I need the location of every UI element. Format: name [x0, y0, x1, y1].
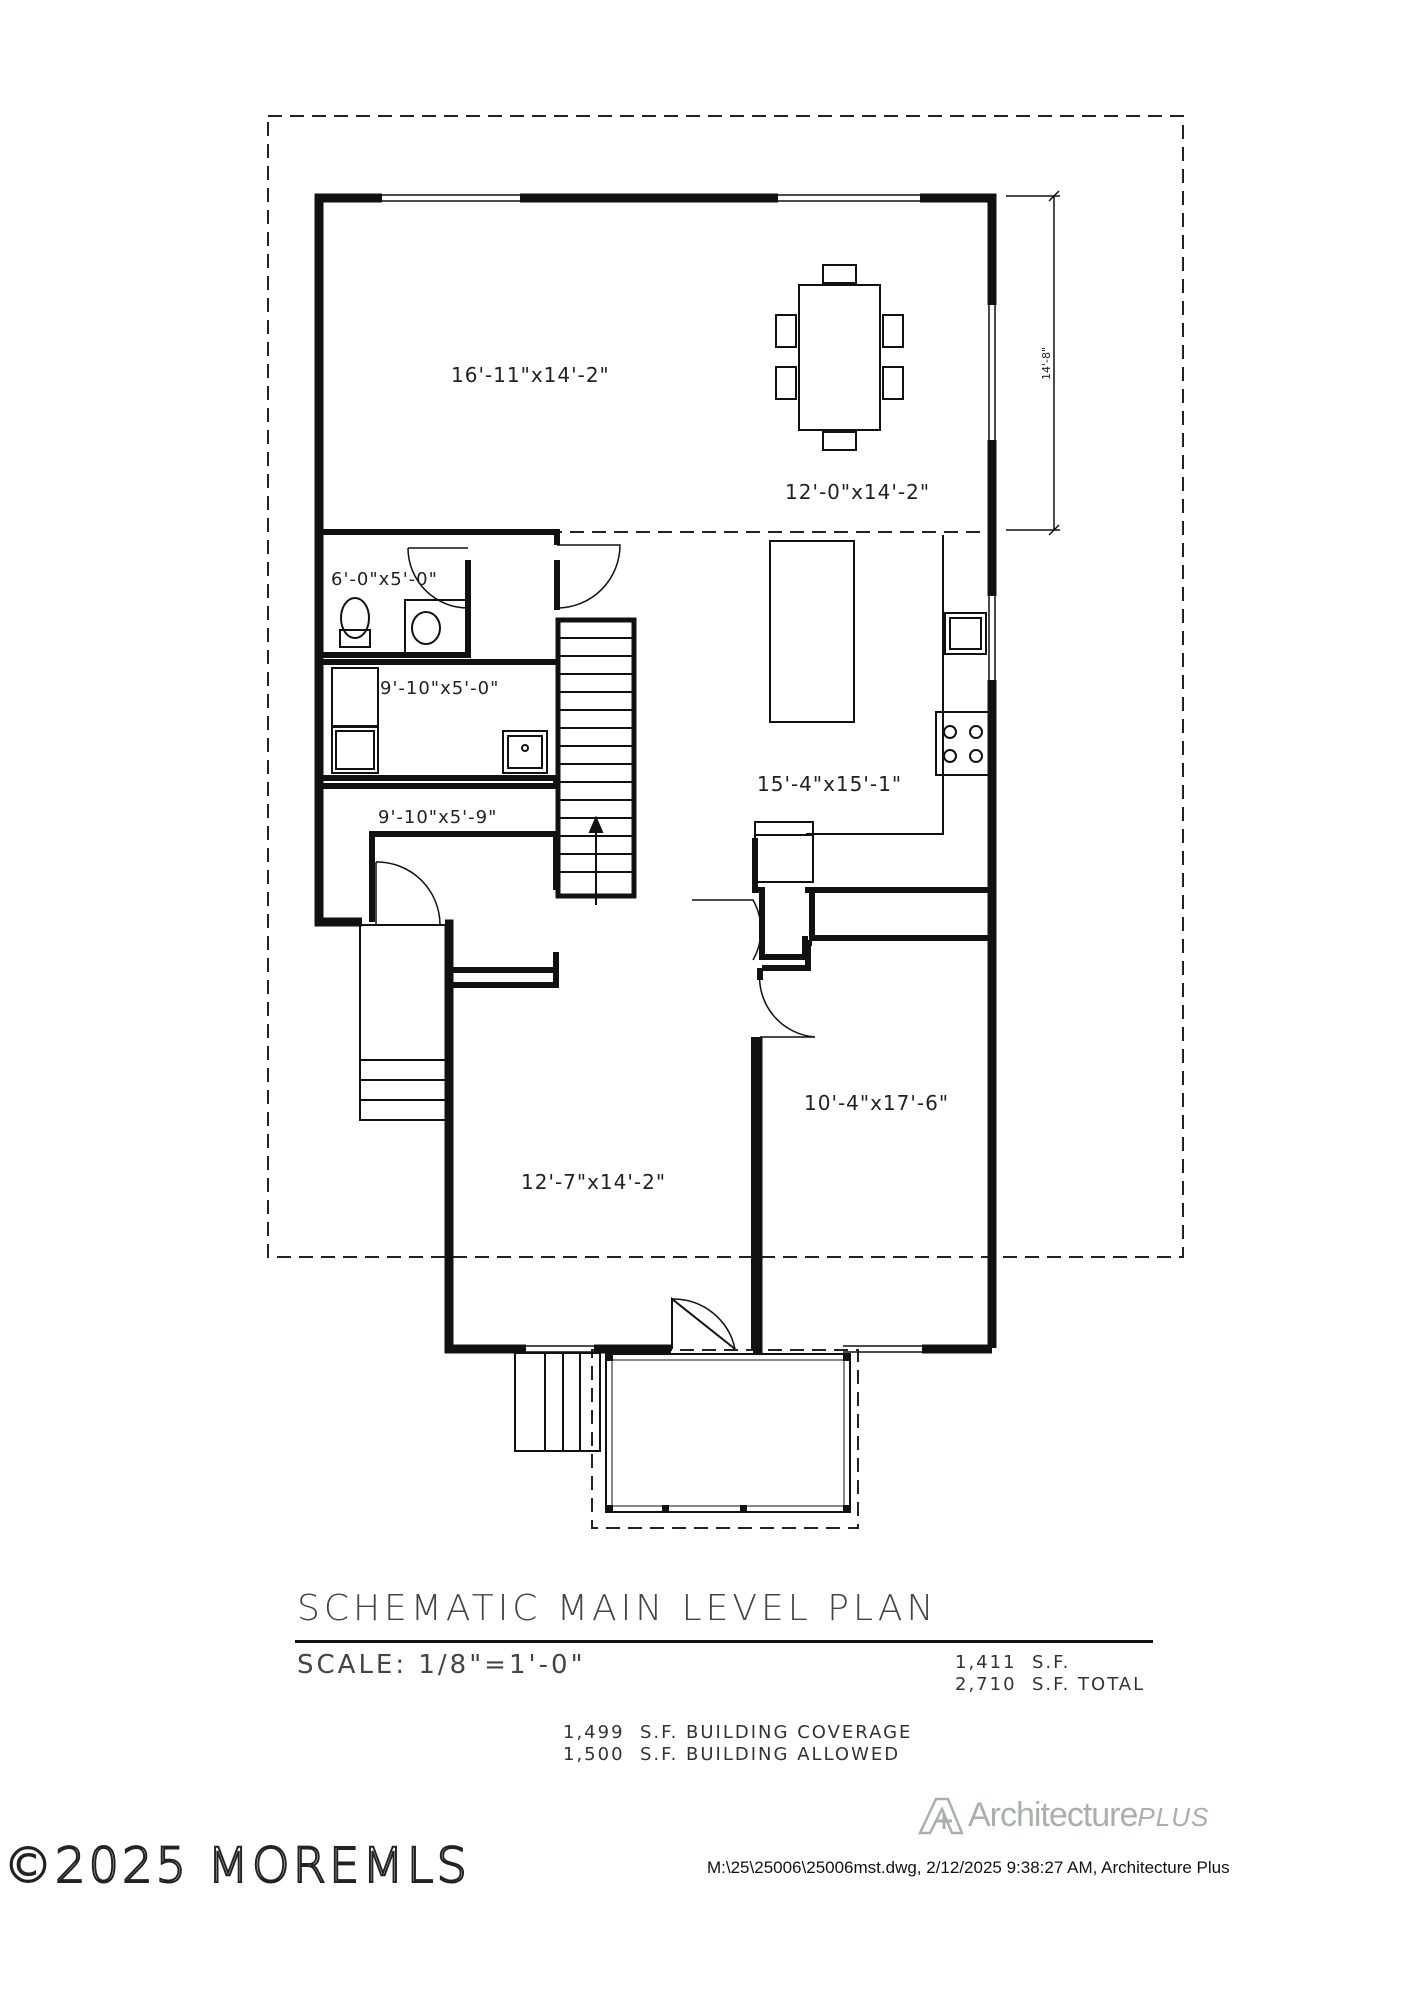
room-label-dining: 12'-0"x14'-2" — [785, 480, 930, 504]
architecture-plus-logo: ArchitecturePLUS — [918, 1796, 1209, 1835]
room-label-living: 12'-7"x14'-2" — [521, 1170, 666, 1194]
plan-title: SCHEMATIC MAIN LEVEL PLAN — [297, 1588, 938, 1629]
room-label-powder: 6'-0"x5'-0" — [331, 569, 438, 590]
coverage-summary: 1,499 S.F. BUILDING COVERAGE 1,500 S.F. … — [563, 1722, 913, 1765]
dimension-label: 14'-8" — [1040, 347, 1053, 380]
side-steps — [359, 924, 447, 1121]
bath-fixtures — [331, 597, 548, 774]
kitchen-fixtures — [754, 535, 991, 883]
logo-text: ArchitecturePLUS — [968, 1796, 1210, 1834]
front-porch — [514, 1352, 851, 1513]
plan-scale: SCALE: 1/8"=1'-0" — [297, 1650, 586, 1680]
room-label-bedroom: 10'-4"x17'-6" — [804, 1091, 949, 1115]
title-rule — [295, 1640, 1153, 1643]
room-label-mudroom: 9'-10"x5'-9" — [378, 807, 497, 828]
stairs — [555, 617, 637, 905]
logo-mark-icon — [918, 1797, 964, 1835]
dimension-line — [1006, 190, 1060, 536]
dining-table — [775, 264, 904, 451]
doors — [375, 544, 816, 1350]
copyright-watermark: ©2025 MOREMLS — [3, 1837, 470, 1895]
room-label-kitchen: 15'-4"x15'-1" — [757, 772, 902, 796]
file-path: M:\25\25006\25006mst.dwg, 2/12/2025 9:38… — [707, 1858, 1230, 1877]
area-summary: 1,411 S.F. 2,710 S.F. TOTAL — [955, 1652, 1146, 1695]
porch-posts — [606, 1354, 850, 1512]
room-label-family: 16'-11"x14'-2" — [451, 363, 610, 387]
room-label-laundry: 9'-10"x5'-0" — [380, 678, 499, 699]
